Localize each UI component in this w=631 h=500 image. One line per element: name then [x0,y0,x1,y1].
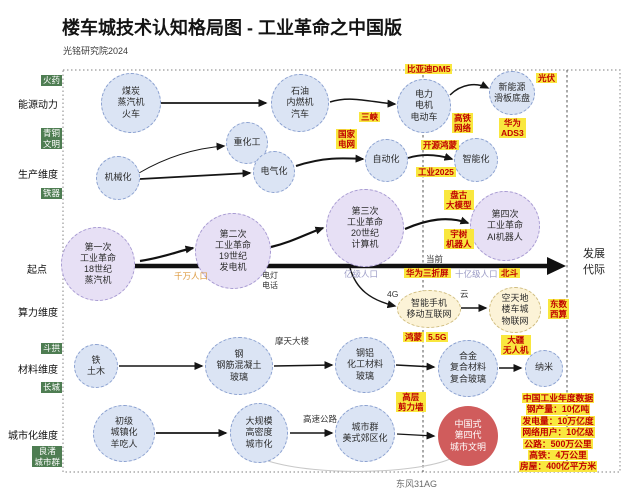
label-light-phone: 电灯 电话 [262,271,278,291]
tag-pv: 光伏 [536,73,558,84]
tag-hsr-network: 高铁 网络 [452,113,474,134]
page-title: 楼车城技术认知格局图 - 工业革命之中国版 [62,18,402,38]
tag-pangu-model: 盘古 大模型 [444,190,474,211]
label-axis-generation: 发展 代际 [583,248,605,276]
tag-huawei-trifold: 华为三折屏 [404,268,451,279]
node-new-energy-skateboard: 新能源 滑板底盘 [489,71,535,115]
tag-5p5g: 5.5G [426,332,449,343]
arrow-automation-to-intelligent [407,152,454,161]
stat-line: 钢产量：10亿吨 [525,404,591,415]
page-subtitle: 光铭研究院2024 [63,46,129,56]
label-cloud: 云 [460,289,469,299]
tag-huawei-ads3: 华为 ADS3 [499,118,526,139]
arrow-steel-to-steelal [273,361,334,370]
node-mass-urbanization: 大规模 高密度 城市化 [230,403,288,463]
arrow-rev1-to-rev2 [139,245,195,263]
arrow-steelal-to-alloy [395,362,436,371]
tag-unitree-robot: 宇树 机器人 [444,229,474,250]
lane-label-production: 生产维度 [18,170,58,181]
node-oil-ice-car: 石油 内燃机 汽车 [271,74,329,132]
lane-label-origin: 起点 [27,265,47,276]
heritage-tag-liangzhu: 良渚 城市群 [32,446,62,468]
stat-line: 网络用户：10亿级 [521,427,595,438]
node-coal-steam-train: 煤炭 蒸汽机 火车 [101,73,161,133]
label-skyscraper: 摩天大楼 [275,336,310,346]
credit-label: 东风31AG [396,479,438,489]
label-4g: 4G [387,289,399,299]
node-cn-4th-city: 中国式 第四代 城市文明 [438,406,498,466]
heritage-tag-ironware: 铁器 [40,188,62,199]
node-rev4: 第四次 工业革命 AI机器人 [470,191,540,261]
node-intelligentization: 智能化 [454,138,498,182]
node-steel-al-chem-glass: 钢铝 化工材料 玻璃 [335,337,395,393]
node-iron-civil: 铁 土木 [74,344,118,388]
arrow-rev3-to-smartphone [349,267,397,309]
tag-state-grid: 国家 电网 [336,129,358,150]
node-automation: 自动化 [364,138,408,182]
tag-three-gorges: 三峡 [359,112,381,123]
arrow-oil-to-electric [329,98,397,108]
tag-industry-2025: 工业2025 [416,167,456,178]
lane-label-materials: 材料维度 [18,365,58,376]
china-industry-stats: 中国工业年度数据 钢产量：10亿吨发电量：10万亿度网络用户：10亿级公路：50… [498,393,618,473]
node-city-cluster: 城市群 美式郊区化 [335,404,395,462]
lane-label-urbanization: 城市化维度 [8,431,58,442]
label-pop-100m: 亿级人口 [344,269,379,279]
node-electrification: 电气化 [253,151,295,193]
arrow-mech-to-electrification [139,169,252,180]
tag-east-data-west-compute: 东数 西算 [548,299,570,320]
tag-open-harmony: 开源鸿蒙 [421,140,460,151]
node-rev1: 第一次 工业革命 18世纪 蒸汽机 [61,227,135,301]
heritage-tag-dougong: 斗拱 [40,343,62,354]
heritage-tag-bronze: 青铜 文明 [40,128,62,150]
lane-label-energy: 能源动力 [18,100,58,111]
tag-highrise-shearwall: 高层 剪力墙 [396,392,426,413]
stat-line: 发电量：10万亿度 [521,415,595,427]
node-mechanization: 机械化 [96,156,140,200]
arrow-rev2-to-rev3 [270,226,325,249]
label-pop-1b: 十亿级人口 [455,269,498,279]
node-smartphone-mobile-internet: 智能手机 移动互联网 [397,290,461,328]
node-alloy-composite: 合金 复合材料 复合玻璃 [438,339,498,397]
tag-beidou: 北斗 [499,268,521,279]
timeline-arrowhead [547,257,566,275]
node-space-iot: 空天地 楼车城 物联网 [489,287,541,333]
tag-dji-drone: 大疆 无人机 [501,335,531,356]
label-highway: 高速公路 [303,414,338,424]
arrow-mech-to-heavychem [138,142,226,174]
node-nano: 纳米 [525,349,563,387]
label-pop-10m: 千万人口 [174,271,209,281]
node-electric-motor-ev: 电力 电机 电动车 [397,79,451,133]
lane-label-computing: 算力维度 [18,308,58,319]
stat-line: 房屋：400亿平方米 [518,461,598,472]
tag-byd-dm5: 比亚迪DM5 [405,64,453,75]
arrow-rev3-to-rev4 [404,216,470,231]
stat-line: 公路：500万公里 [523,438,593,449]
stats-title: 中国工业年度数据 [521,393,595,404]
label-current: 当前 [426,254,444,264]
arrow-electric-to-newenergy [449,81,490,96]
heritage-tag-gunpowder: 火药 [40,75,62,86]
tag-harmony-os: 鸿蒙 [403,332,425,343]
node-steel-concrete-glass: 钢 钢筋混凝土 玻璃 [205,337,273,395]
heritage-tag-great-wall: 长城 [40,382,62,393]
node-early-urbanization: 初级 城镇化 羊吃人 [93,404,155,462]
curve-urbanization-undercurrent [267,458,451,472]
arrow-electrification-to-automation [295,154,365,167]
node-rev2: 第二次 工业革命 19世纪 发电机 [195,213,271,289]
stat-line: 高铁：4万公里 [528,449,588,461]
arrow-cluster-to-cn4thcity [396,431,436,440]
node-rev3: 第三次 工业革命 20世纪 计算机 [326,189,404,267]
